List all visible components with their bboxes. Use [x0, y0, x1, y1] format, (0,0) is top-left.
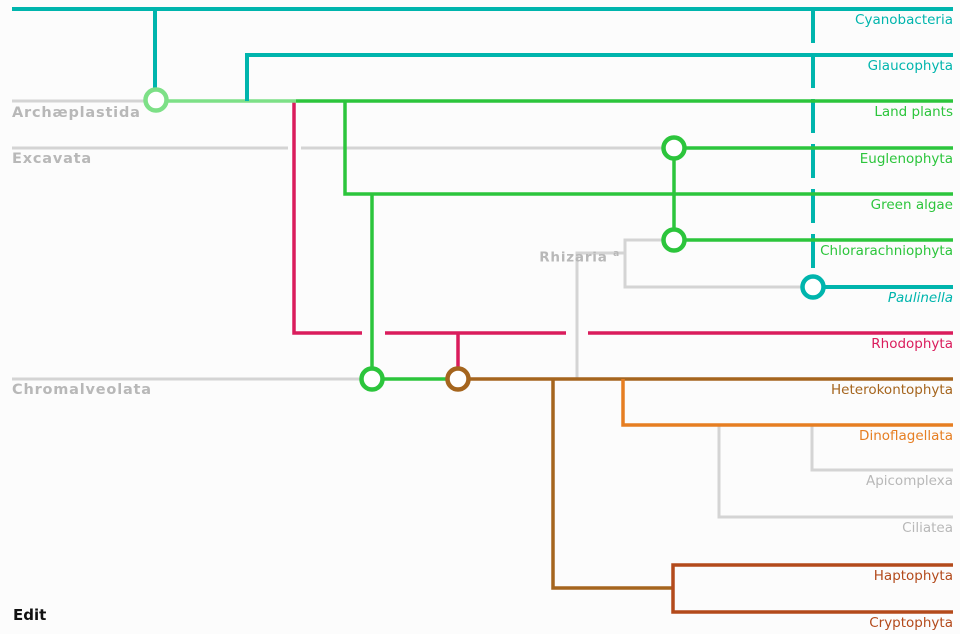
hapto-crypto-stem-line — [551, 379, 673, 590]
green-algae-branch-line — [343, 101, 953, 196]
taxon-label-cyanobacteria: Cyanobacteria — [855, 12, 953, 28]
taxon-label-haptophyta: Haptophyta — [873, 568, 953, 584]
taxon-label-glaucophyta: Glaucophyta — [867, 58, 953, 74]
taxon-label-land-plants: Land plants — [874, 104, 953, 120]
chlorarachniophyta-endosymbiosis-node — [661, 227, 687, 253]
taxon-label-rhodophyta: Rhodophyta — [871, 336, 953, 352]
taxon-label-green-algae: Green algae — [870, 197, 953, 213]
taxon-label-euglenophyta: Euglenophyta — [859, 151, 953, 167]
ciliatea-branch-line — [717, 425, 953, 519]
primary-endosymbiosis-node — [143, 87, 169, 113]
glaucophyta-branch-line — [245, 53, 953, 101]
clade-label-excavata: Excavata — [12, 151, 92, 167]
euglenophyta-endosymbiosis-node — [661, 135, 687, 161]
taxon-label-apicomplexa: Apicomplexa — [865, 473, 953, 489]
chromalveolata-red-endosymbiosis-node — [445, 366, 471, 392]
dinoflagellata-branch-line — [621, 379, 953, 427]
taxon-label-paulinella: Paulinella — [887, 290, 953, 306]
clade-label-rhizaria: Rhizaria a — [539, 249, 620, 266]
taxon-label-heterokontophyta: Heterokontophyta — [831, 382, 953, 398]
clade-label-archaeplastida: Archæplastida — [12, 105, 141, 121]
taxon-label-cryptophyta: Cryptophyta — [869, 615, 953, 631]
taxon-label-chlorarachniophyta: Chlorarachniophyta — [820, 243, 953, 259]
rhodophyta-branch-line — [292, 101, 362, 335]
clade-label-chromalveolata: Chromalveolata — [12, 382, 152, 398]
rhizaria-footnote-marker: a — [613, 249, 620, 259]
rhizaria-bracket-line — [623, 238, 813, 289]
rhizaria-stem-line — [575, 251, 625, 379]
paulinella-endosymbiosis-node — [800, 274, 826, 300]
chromalveolata-green-endosymbiosis-node — [359, 366, 385, 392]
apicomplexa-branch-line — [810, 425, 953, 472]
haptophyta-cryptophyta-bracket — [671, 563, 953, 614]
taxon-label-dinoflagellata: Dinoflagellata — [859, 428, 953, 444]
edit-link[interactable]: Edit — [13, 606, 47, 624]
taxon-label-ciliatea: Ciliatea — [902, 520, 953, 536]
